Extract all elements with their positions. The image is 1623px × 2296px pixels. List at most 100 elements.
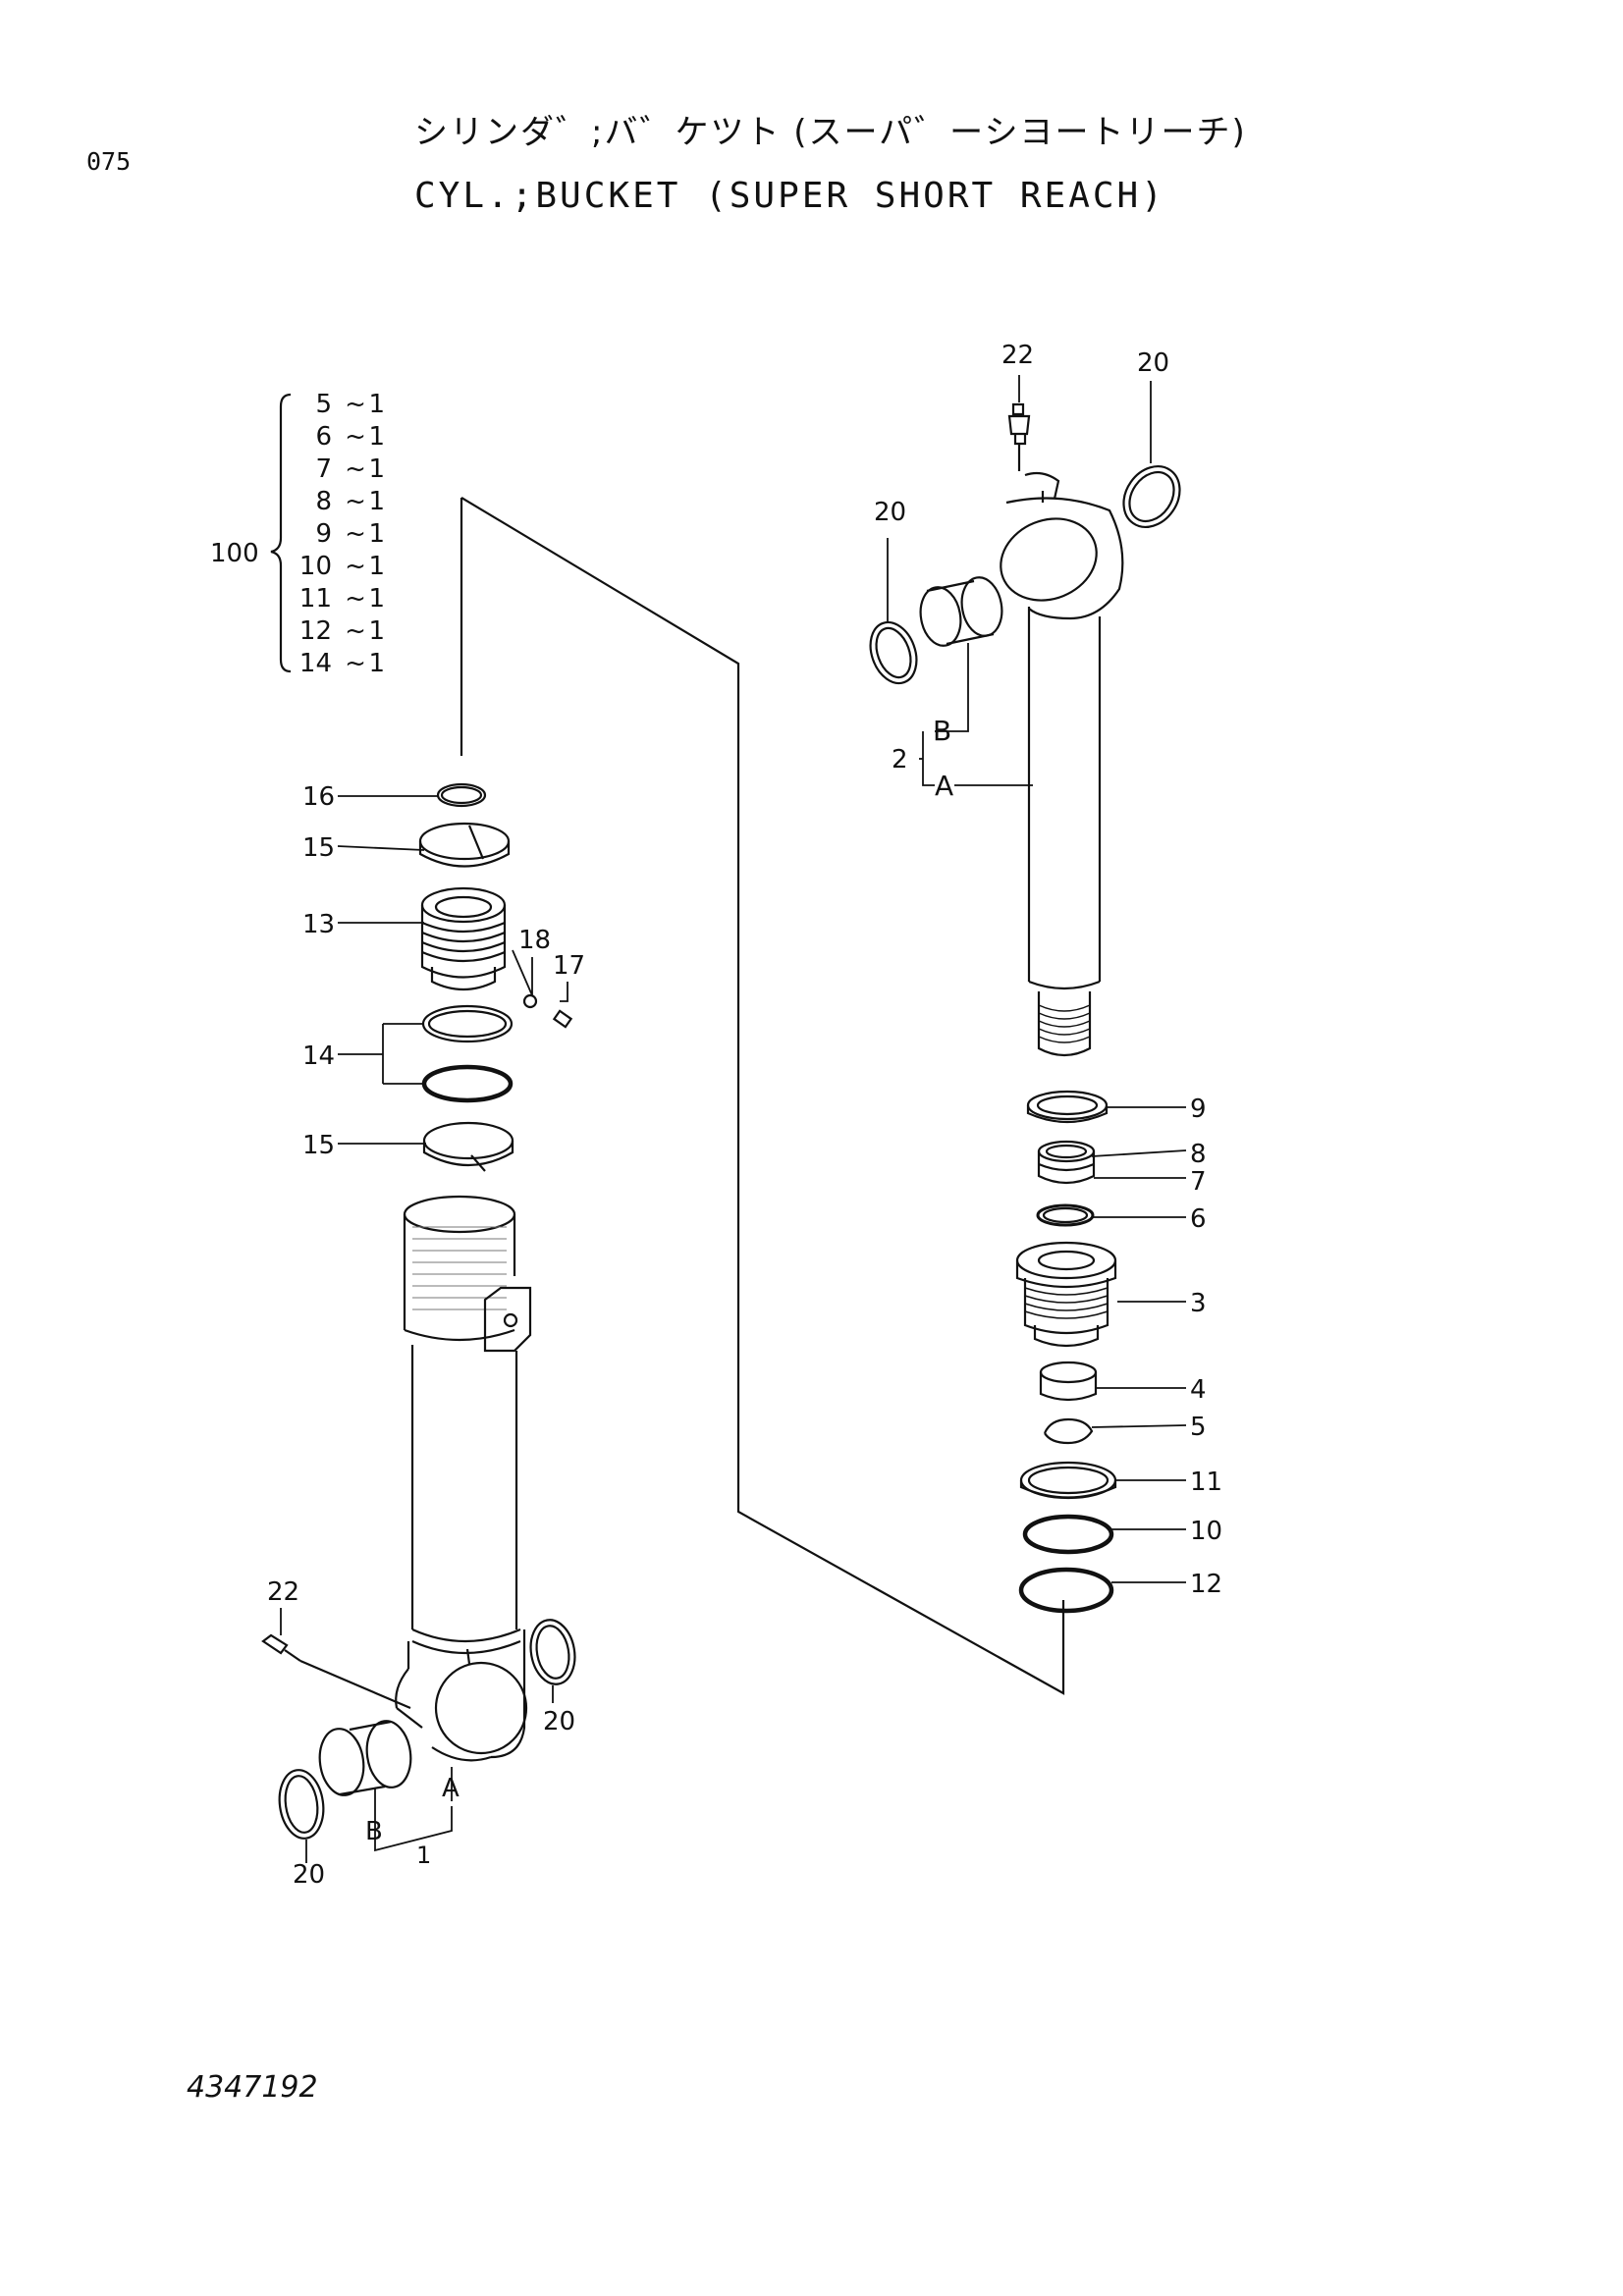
callout-2: 2 xyxy=(892,745,908,774)
part-17-set-screw xyxy=(552,1009,573,1029)
callout-a: A xyxy=(442,1774,460,1803)
kit-item-separator: ~ xyxy=(345,552,366,581)
part-3-rod-gland xyxy=(1015,1241,1117,1348)
right-leader-lines xyxy=(887,375,1187,1583)
part-1b-bushing xyxy=(318,1720,412,1796)
right-assembly: 22 20 20 2 B A 9 8 7 6 3 4 5 11 10 12 xyxy=(869,341,1222,1614)
kit-item-separator: ~ xyxy=(345,616,366,646)
callout-10: 10 xyxy=(1190,1517,1222,1546)
kit-item-qty: 1 xyxy=(368,649,385,678)
leader-line xyxy=(460,497,1065,1695)
callout-11: 11 xyxy=(1190,1468,1222,1497)
callout-5: 5 xyxy=(1190,1413,1207,1442)
part-18-ball xyxy=(522,993,538,1009)
kit-item-qty: 1 xyxy=(368,422,385,452)
kit-item-qty: 1 xyxy=(368,390,385,419)
callout-2-a: A xyxy=(935,770,953,802)
part-15-wear-ring-lower xyxy=(422,1121,514,1172)
kit-item-qty: 1 xyxy=(368,616,385,646)
callout-15: 15 xyxy=(302,833,335,863)
kit-100-bracket: 100 5~16~17~18~19~110~111~112~114~1 xyxy=(210,390,385,678)
callout-17: 17 xyxy=(553,951,585,981)
part-4-bushing xyxy=(1039,1361,1098,1402)
left-assembly: 16 15 13 18 17 14 15 22 20 A B 1 20 xyxy=(261,497,1065,1890)
callout-6: 6 xyxy=(1190,1204,1207,1234)
kit-item-part: 5 xyxy=(315,390,332,419)
page-code: 075 xyxy=(86,147,132,176)
callout-9: 9 xyxy=(1190,1095,1207,1124)
drawing-number: 4347192 xyxy=(187,2070,318,2105)
cylinder-tube xyxy=(395,1195,532,1762)
part-20-seal-upper-right xyxy=(1122,465,1181,528)
title-japanese: シリンダ゛;バ゛ケツト (スーパ゛ーシヨートリーチ) xyxy=(414,113,1247,152)
part-6-ring xyxy=(1036,1203,1095,1227)
kit-item-part: 6 xyxy=(315,422,332,452)
callout-16: 16 xyxy=(302,782,335,812)
kit-item-separator: ~ xyxy=(345,519,366,549)
piston-rod xyxy=(1027,607,1102,1057)
part-11-ring xyxy=(1019,1461,1117,1500)
part-13-piston xyxy=(420,886,507,991)
callout-22-right: 22 xyxy=(1001,341,1034,370)
kit-item-part: 10 xyxy=(299,552,332,581)
kit-item-separator: ~ xyxy=(345,584,366,614)
title-english: CYL.;BUCKET (SUPER SHORT REACH) xyxy=(414,176,1165,216)
kit-item-separator: ~ xyxy=(345,422,366,452)
kit-contents-list: 5~16~17~18~19~110~111~112~114~1 xyxy=(299,390,385,678)
callout-15-lower: 15 xyxy=(302,1131,335,1160)
part-15-wear-ring-upper xyxy=(418,822,511,868)
callout-20-right-top: 20 xyxy=(1137,348,1169,378)
callout-20: 20 xyxy=(543,1707,575,1736)
part-5-snap-ring xyxy=(1043,1417,1094,1445)
rod-eye-head xyxy=(1000,471,1124,620)
callout-b: B xyxy=(365,1817,383,1846)
part-16-ring xyxy=(436,782,487,808)
part-10-o-ring xyxy=(1022,1514,1114,1555)
part-2b-bushing xyxy=(919,576,1003,647)
part-12-o-ring xyxy=(1018,1567,1114,1614)
kit-item-part: 12 xyxy=(299,616,332,646)
kit-item-qty: 1 xyxy=(368,454,385,484)
callout-2-b: B xyxy=(933,715,951,747)
kit-item-qty: 1 xyxy=(368,552,385,581)
kit-item-separator: ~ xyxy=(345,454,366,484)
kit-item-qty: 1 xyxy=(368,487,385,516)
kit-number: 100 xyxy=(210,539,259,568)
rod-thread xyxy=(1038,1004,1091,1043)
part-22-grease-fitting-right xyxy=(1007,402,1031,471)
part-14-seal-set xyxy=(421,1004,514,1103)
thread-texture xyxy=(412,1226,507,1310)
callout-4: 4 xyxy=(1190,1375,1207,1405)
kit-item-part: 7 xyxy=(315,454,332,484)
gland-thread xyxy=(1024,1287,1109,1319)
left-leader-lines xyxy=(280,795,568,1863)
part-22-grease-fitting-left xyxy=(261,1633,411,1710)
kit-item-part: 9 xyxy=(315,519,332,549)
part-8-7-seal-stack xyxy=(1037,1140,1096,1185)
callout-13: 13 xyxy=(302,910,335,939)
kit-item-separator: ~ xyxy=(345,487,366,516)
callout-20-lower: 20 xyxy=(293,1860,325,1890)
part-9-ring xyxy=(1026,1090,1109,1124)
callout-7: 7 xyxy=(1190,1167,1207,1197)
kit-item-qty: 1 xyxy=(368,519,385,549)
kit-item-separator: ~ xyxy=(345,390,366,419)
callout-12: 12 xyxy=(1190,1570,1222,1599)
kit-item-part: 11 xyxy=(299,584,332,614)
callout-1: 1 xyxy=(416,1842,431,1869)
callout-14: 14 xyxy=(302,1041,335,1071)
callout-20-right-left: 20 xyxy=(874,498,906,527)
callout-22: 22 xyxy=(267,1577,299,1607)
part-20-seal-left xyxy=(278,1769,325,1840)
kit-item-qty: 1 xyxy=(368,584,385,614)
part-20-seal-left-of-rod xyxy=(869,620,918,685)
kit-brace xyxy=(270,393,292,673)
callout-8: 8 xyxy=(1190,1140,1207,1169)
kit-item-part: 8 xyxy=(315,487,332,516)
callout-18: 18 xyxy=(518,926,551,955)
callout-3: 3 xyxy=(1190,1289,1207,1318)
part-20-seal-right xyxy=(529,1619,576,1685)
kit-item-separator: ~ xyxy=(345,649,366,678)
kit-item-part: 14 xyxy=(299,649,332,678)
